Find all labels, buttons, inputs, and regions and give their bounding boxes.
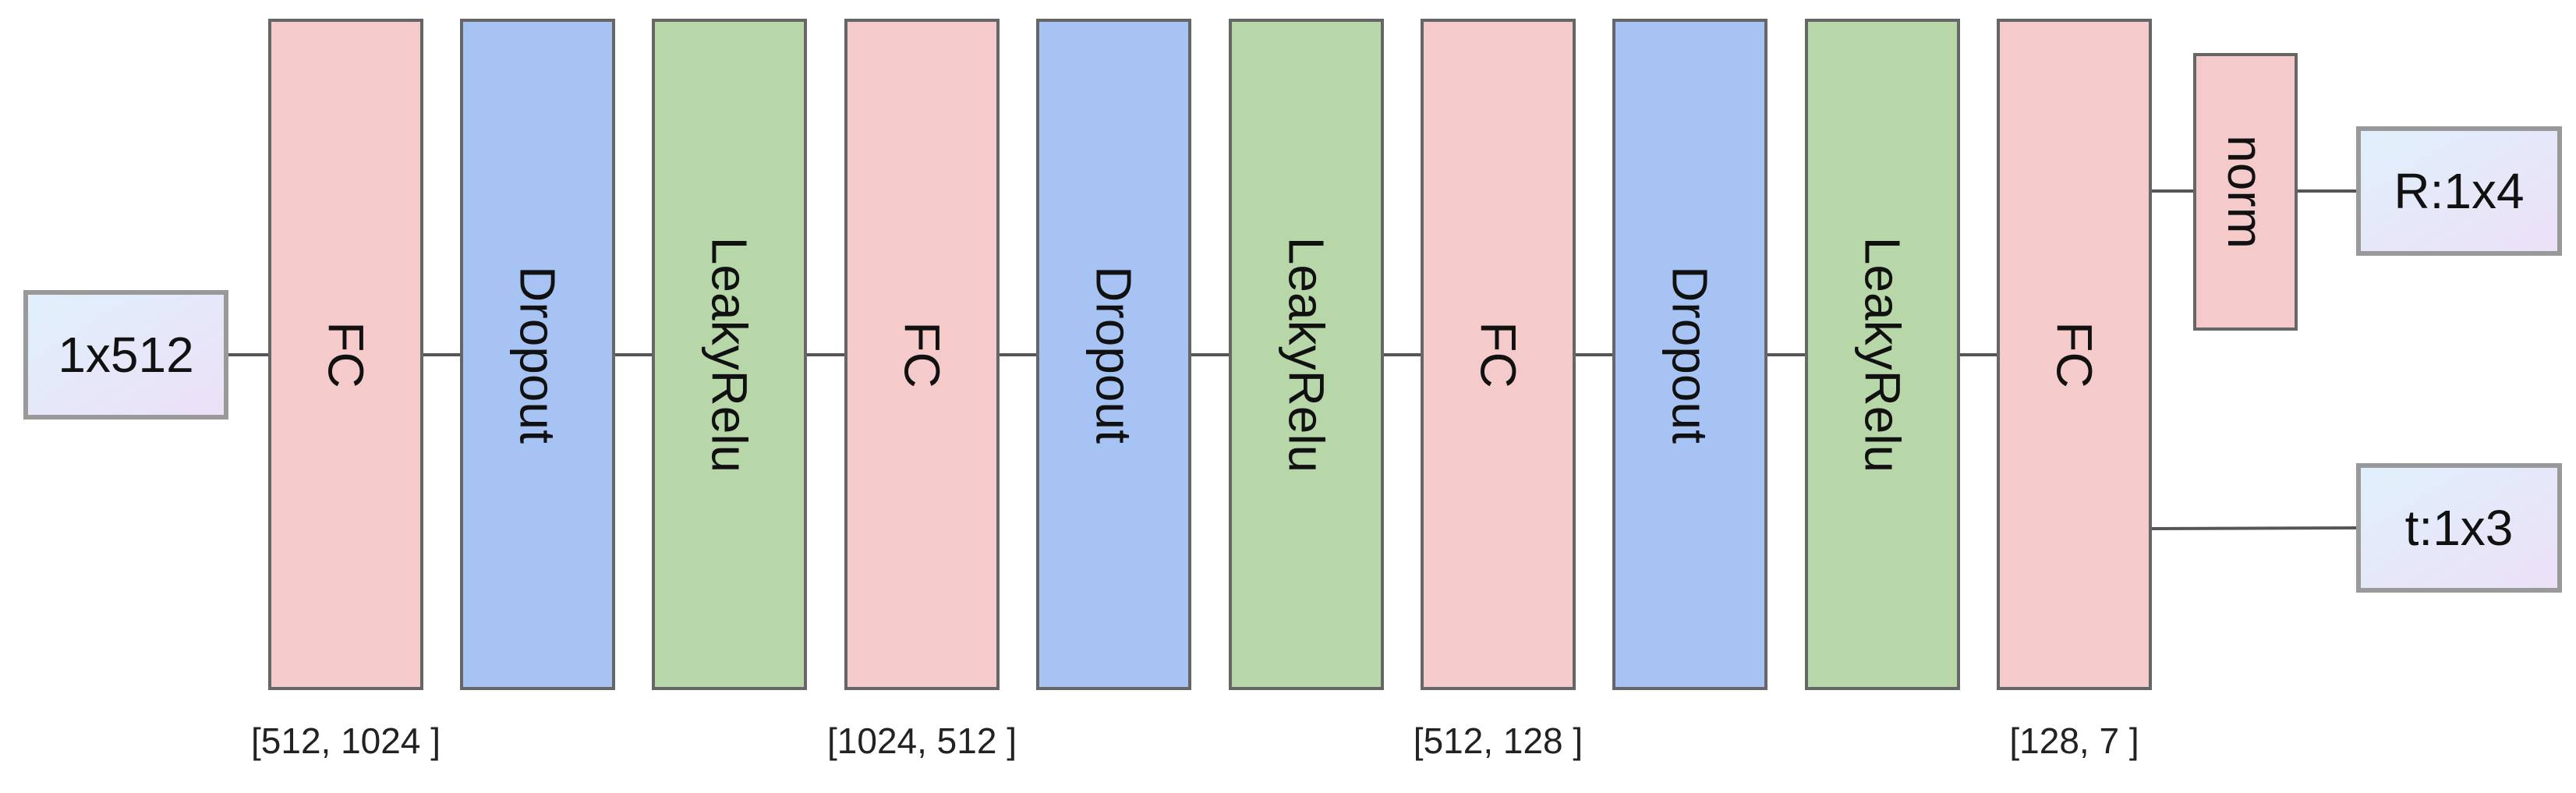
layer-label-dropout: Dropout [1086,266,1142,444]
layer-block-dropout [460,19,615,690]
output-box [2356,463,2562,593]
layer-block-fc [1421,19,1576,690]
layer-block-fc [268,19,423,690]
input-label: 1x512 [58,327,193,383]
layer-block-fc [1997,19,2152,690]
output-label: t:1x3 [2405,500,2514,556]
norm-block [2193,53,2298,331]
dimension-label: [128, 7 ] [2009,720,2139,761]
layer-block-dropout [1612,19,1767,690]
layer-label-fc: FC [318,321,374,388]
layer-blocks: FC Dropout LeakyRelu FC Dropout LeakyRelu FC Dr… [268,19,2298,690]
layer-label-fc: FC [894,321,950,388]
layer-label-leakyrelu: LeakyRelu [702,237,758,473]
layer-block-leakyrelu [652,19,807,690]
norm-label: norm [2217,135,2273,249]
dimension-label: [512, 1024 ] [251,720,441,761]
io-boxes: 1x512 R:1x4 t:1x3 [23,126,2562,593]
dimension-label: [1024, 512 ] [827,720,1017,761]
output-label: R:1x4 [2394,163,2524,219]
output-box [2356,126,2562,256]
dimension-labels: [512, 1024 ] [1024, 512 ] [512, 128 ] [128,… [251,720,2139,761]
layer-label-fc: FC [1470,321,1527,388]
layer-block-fc [844,19,1000,690]
layer-label-leakyrelu: LeakyRelu [1855,237,1911,473]
layer-block-leakyrelu [1229,19,1384,690]
layer-label-leakyrelu: LeakyRelu [1279,237,1335,473]
layer-label-dropout: Dropout [1662,266,1718,444]
layer-label-dropout: Dropout [510,266,566,444]
connectors [226,189,2359,530]
connector-output-1 [2150,526,2359,530]
layer-label-fc: FC [2047,321,2103,388]
layer-block-leakyrelu [1805,19,1960,690]
layer-block-dropout [1036,19,1191,690]
dimension-label: [512, 128 ] [1414,720,1583,761]
input-box [23,290,228,420]
